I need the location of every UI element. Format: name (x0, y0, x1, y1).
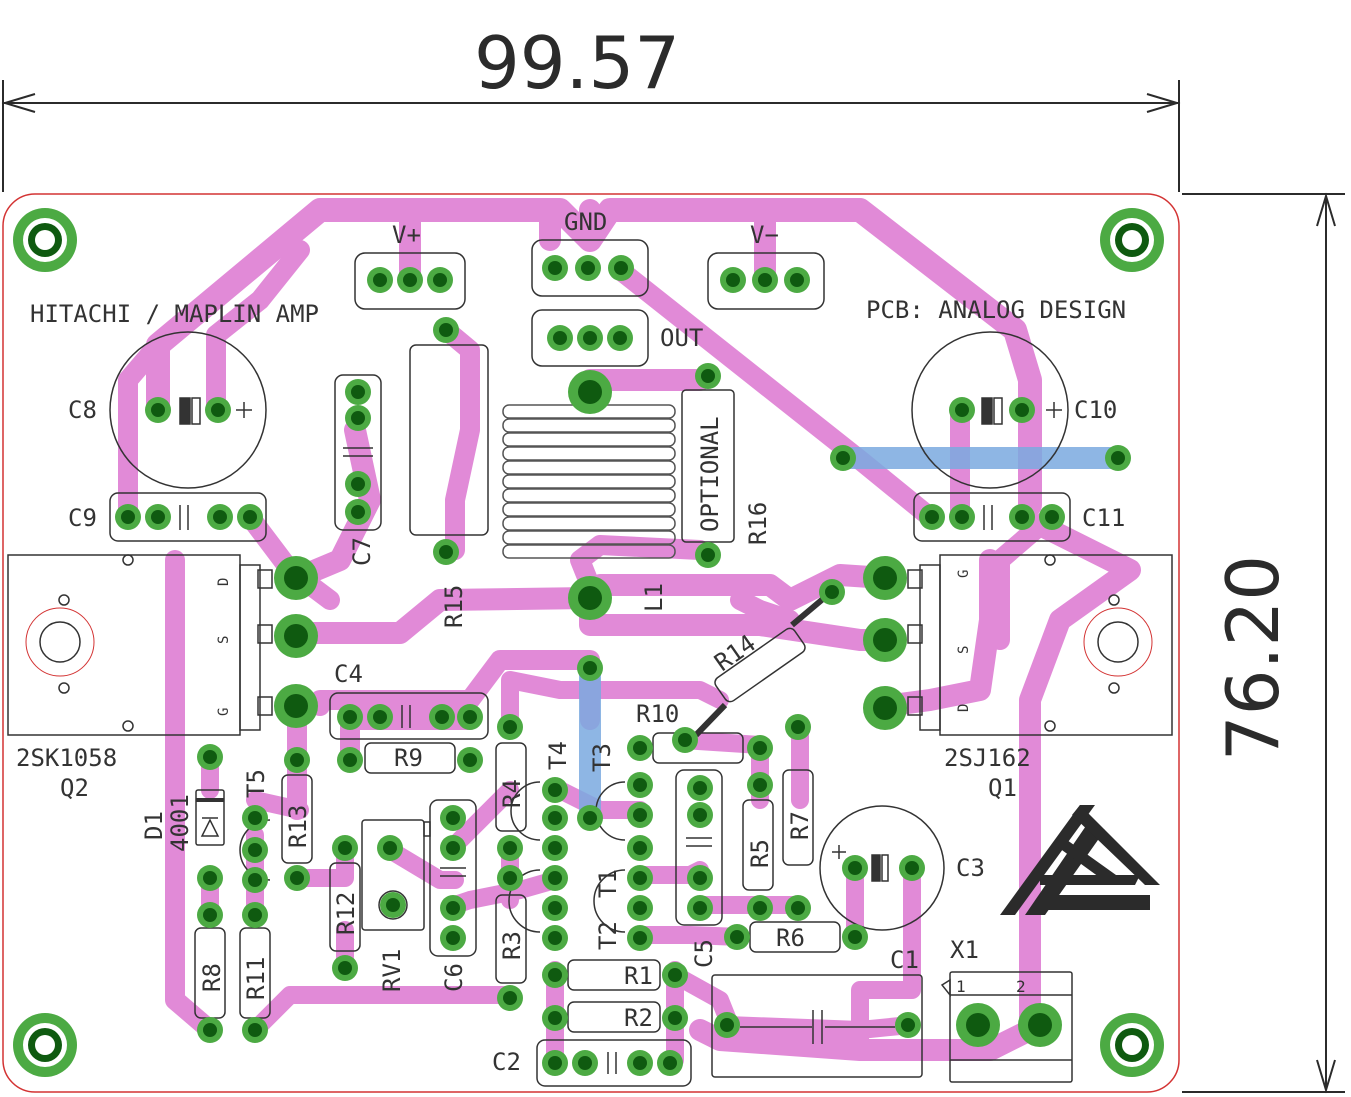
label-r5: R5 (746, 839, 774, 868)
q2-pin-d: D (216, 578, 232, 586)
label-c7: C7 (348, 537, 376, 566)
label-c10: C10 (1074, 396, 1117, 424)
label-c4: C4 (334, 660, 363, 688)
pcb-credit: PCB: ANALOG DESIGN (866, 296, 1126, 324)
q1-pin-d: D (956, 704, 972, 712)
label-c8: C8 (68, 396, 97, 424)
label-r2: R2 (624, 1004, 653, 1032)
dimension-width: 99.57 (474, 21, 680, 105)
label-r10: R10 (636, 700, 679, 728)
label-c2: C2 (492, 1048, 521, 1076)
label-r16: R16 (744, 502, 772, 545)
label-c9: C9 (68, 504, 97, 532)
label-q2-part: 2SK1058 (16, 744, 117, 772)
label-r1: R1 (624, 962, 653, 990)
label-r12: R12 (332, 892, 360, 935)
label-q1-part: 2SJ162 (944, 744, 1031, 772)
bottom-layer-traces (579, 447, 1129, 829)
label-t5: T5 (242, 769, 270, 798)
label-vminus: V− (750, 221, 779, 249)
label-r8: R8 (198, 963, 226, 992)
label-out: OUT (660, 324, 703, 352)
label-c11: C11 (1082, 504, 1125, 532)
dimension-height: 76.20 (1211, 555, 1295, 761)
label-r6: R6 (776, 924, 805, 952)
label-d1: D1 (140, 811, 168, 840)
label-r15: R15 (440, 585, 468, 628)
label-r7: R7 (786, 811, 814, 840)
board-title: HITACHI / MAPLIN AMP (30, 300, 319, 328)
label-x1-pin2: 2 (1016, 977, 1026, 996)
label-rv1: RV1 (378, 949, 406, 992)
label-r11: R11 (242, 957, 270, 1000)
q2-pin-g: G (216, 708, 232, 716)
label-gnd: GND (564, 208, 607, 236)
label-r13: R13 (284, 805, 312, 848)
label-r14: R14 (709, 629, 761, 677)
q1-pin-s: S (956, 646, 972, 654)
label-q1: Q1 (988, 774, 1017, 802)
label-c1: C1 (890, 946, 919, 974)
label-r9: R9 (394, 744, 423, 772)
label-r3: R3 (498, 931, 526, 960)
label-x1-pin1: 1 (956, 977, 966, 996)
label-c5: C5 (690, 939, 718, 968)
label-t4: T4 (544, 741, 572, 770)
label-t1: T1 (594, 869, 622, 898)
label-c6: C6 (440, 963, 468, 992)
label-t2: T2 (594, 921, 622, 950)
analog-design-logo (1000, 805, 1160, 915)
q1-pin-g: G (956, 570, 972, 578)
label-vplus: V+ (392, 221, 421, 249)
label-optional: OPTIONAL (696, 416, 724, 532)
q2-pin-s: S (216, 636, 232, 644)
label-r4: R4 (498, 779, 526, 808)
silkscreen (7, 239, 1173, 1087)
board-outline (2, 193, 1180, 1093)
dimension-lines (1, 80, 1345, 1094)
label-c3: C3 (956, 854, 985, 882)
label-d1-part: 4001 (166, 794, 194, 852)
label-x1: X1 (950, 936, 979, 964)
label-t3: T3 (588, 743, 616, 772)
label-q2: Q2 (60, 774, 89, 802)
label-l1: L1 (640, 583, 668, 612)
